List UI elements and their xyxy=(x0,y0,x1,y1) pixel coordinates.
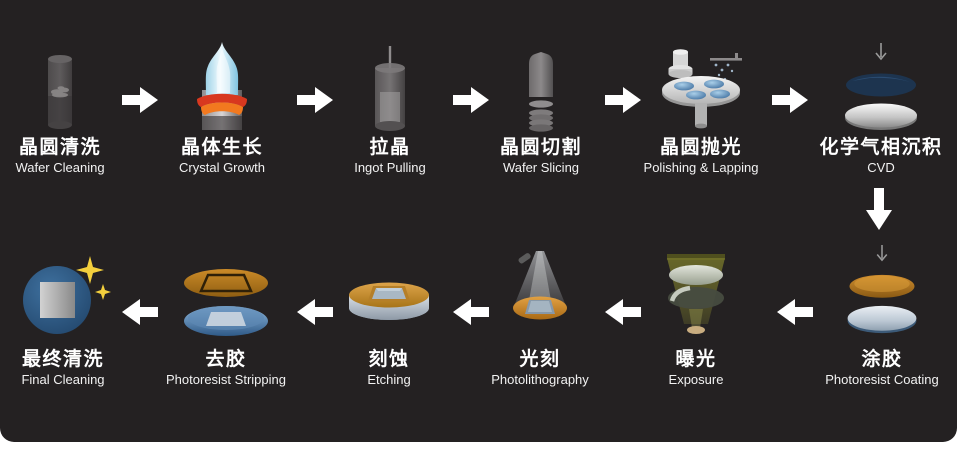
photolithography-icon xyxy=(513,251,567,320)
arrow-right-icon xyxy=(297,87,333,113)
cvd-icon xyxy=(845,73,917,130)
sparkle-small-icon xyxy=(95,284,111,300)
exposure-icon xyxy=(667,254,725,334)
final-cleaning-icon-area xyxy=(13,244,113,344)
wafer-slicing-icon xyxy=(529,52,553,132)
photoresist-coating-icon-area xyxy=(841,244,923,344)
stage-label-en: Etching xyxy=(367,371,411,387)
stage-label-zh: 晶圆抛光 xyxy=(659,137,742,158)
deposition-down-arrow-icon xyxy=(875,43,887,61)
arrow-left-icon xyxy=(297,299,333,325)
stage-label-en: Wafer Cleaning xyxy=(15,159,105,175)
arrow-right-icon xyxy=(772,87,808,113)
photoresist-stripping-icon-area xyxy=(180,244,272,344)
ingot-pulling-icon-area xyxy=(372,32,408,132)
stage-label-en: Ingot Pulling xyxy=(354,159,426,175)
arrow-right-icon xyxy=(122,87,158,113)
exposure-icon-area xyxy=(662,244,730,344)
stage-label-zh: 拉晶 xyxy=(369,137,411,158)
coating-down-arrow-icon xyxy=(876,244,888,262)
stage-label-en: Photoresist Coating xyxy=(825,371,939,387)
etching-icon-area xyxy=(344,244,434,344)
stage-label-zh: 涂胶 xyxy=(861,349,903,370)
final-cleaning-icon xyxy=(23,256,111,334)
stage-photoresist-coating: 涂胶 Photoresist Coating xyxy=(797,244,960,388)
stage-polishing-lapping: 晶圆抛光 Polishing & Lapping xyxy=(616,32,786,176)
stage-label-zh: 最终清洗 xyxy=(21,349,104,370)
stage-label-en: Wafer Slicing xyxy=(502,159,580,175)
photoresist-coating-icon xyxy=(847,274,917,334)
stage-photoresist-stripping: 去胶 Photoresist Stripping xyxy=(141,244,311,388)
ingot-pulling-icon xyxy=(375,46,405,131)
stage-label-zh: 光刻 xyxy=(519,349,561,370)
stage-label-zh: 刻蚀 xyxy=(368,349,410,370)
stage-label-en: Final Cleaning xyxy=(21,371,105,387)
stage-label-en: Crystal Growth xyxy=(179,159,265,175)
photoresist-stripping-icon xyxy=(184,269,268,336)
stage-label-zh: 晶体生长 xyxy=(180,137,263,158)
arrow-right-icon xyxy=(453,87,489,113)
arrow-left-icon xyxy=(122,299,158,325)
etching-icon xyxy=(349,282,429,320)
arrow-right-icon xyxy=(605,87,641,113)
stage-wafer-cleaning: 晶圆清洗 Wafer Cleaning xyxy=(0,32,145,176)
sparkle-icon xyxy=(76,256,104,284)
crystal-growth-icon-area xyxy=(194,32,250,132)
stage-etching: 刻蚀 Etching xyxy=(304,244,474,388)
stage-label-zh: 晶圆切割 xyxy=(499,137,582,158)
stage-label-en: CVD xyxy=(867,159,895,175)
stage-label-en: Exposure xyxy=(668,371,724,387)
stage-exposure: 曝光 Exposure xyxy=(611,244,781,388)
stage-ingot-pulling: 拉晶 Ingot Pulling xyxy=(305,32,475,176)
stage-label-en: Polishing & Lapping xyxy=(643,159,759,175)
stage-label-en: Photolithography xyxy=(491,371,589,387)
crystal-growth-icon xyxy=(197,42,247,130)
wafer-cleaning-icon xyxy=(48,55,72,129)
stage-wafer-slicing: 晶圆切割 Wafer Slicing xyxy=(456,32,626,176)
arrow-left-icon xyxy=(777,299,813,325)
stage-label-zh: 去胶 xyxy=(205,349,247,370)
stage-photolithography: 光刻 Photolithography xyxy=(455,244,625,388)
stage-label-zh: 曝光 xyxy=(675,349,717,370)
stage-crystal-growth: 晶体生长 Crystal Growth xyxy=(137,32,307,176)
arrow-down-icon xyxy=(866,188,892,230)
wafer-slicing-icon-area xyxy=(526,32,556,132)
wafer-cleaning-icon-area xyxy=(45,32,75,132)
stage-label-en: Photoresist Stripping xyxy=(166,371,286,387)
polishing-lapping-icon-area xyxy=(658,32,744,132)
polishing-lapping-icon xyxy=(662,49,742,129)
stage-label-zh: 晶圆清洗 xyxy=(18,137,101,158)
photolithography-icon-area xyxy=(503,244,577,344)
cvd-icon-area xyxy=(842,32,920,132)
stage-cvd: 化学气相沉积 CVD xyxy=(796,32,960,176)
arrow-left-icon xyxy=(453,299,489,325)
arrow-left-icon xyxy=(605,299,641,325)
stage-final-cleaning: 最终清洗 Final Cleaning xyxy=(0,244,148,388)
stage-label-zh: 化学气相沉积 xyxy=(819,137,943,158)
